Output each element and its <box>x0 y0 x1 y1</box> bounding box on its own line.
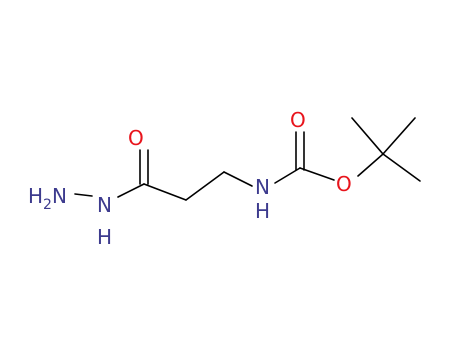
bond-cq-me1 <box>351 117 384 155</box>
bonds <box>74 117 421 201</box>
atom-labels: H 2 N N H O N H O O <box>28 108 352 249</box>
nh2-subscript-label: 2 <box>43 197 52 213</box>
carbamate-h-label: H <box>255 199 270 223</box>
carbonyl-o1-label: O <box>128 126 144 150</box>
nh2-n-label: N <box>52 184 67 208</box>
bond-ch2b-n <box>223 171 253 187</box>
bond-n-carbonyl1 <box>117 183 145 198</box>
bond-oester-cq <box>357 153 384 177</box>
bond-nn <box>74 193 93 197</box>
bond-ch2a-ch2b <box>185 171 225 201</box>
bond-c-oester <box>299 167 335 181</box>
bond-cq-me3 <box>382 153 421 182</box>
nh2-h-label: H <box>28 184 43 208</box>
bond-cq-me2 <box>382 117 416 155</box>
nh-h-label: H <box>97 225 112 249</box>
bond-c-ch2a <box>143 183 187 201</box>
ester-o-label: O <box>336 172 352 196</box>
carbamate-n-label: N <box>255 175 270 199</box>
nh-n-label: N <box>97 193 112 217</box>
carbonyl-o2-label: O <box>290 108 306 132</box>
